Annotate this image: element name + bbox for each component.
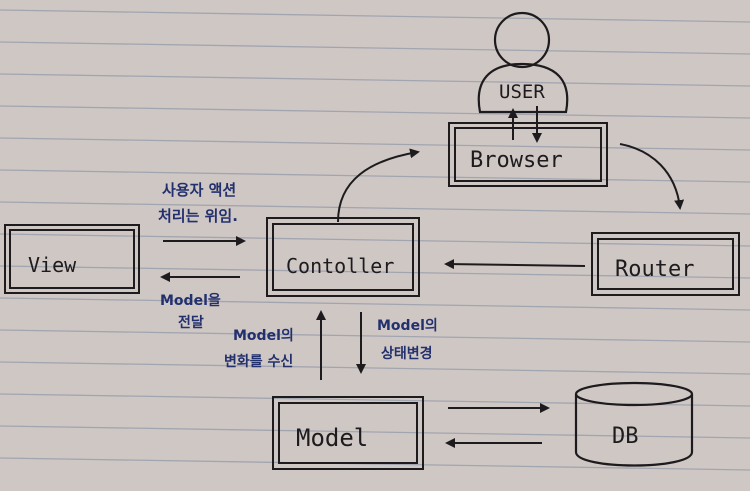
db-node: [574, 381, 694, 467]
annotation-model-change-line1: Model의: [233, 327, 294, 344]
browser-node: [448, 122, 608, 187]
view-label: View: [28, 253, 77, 277]
annotation-model-state-line2: 상태변경: [381, 345, 433, 362]
controller-node: [266, 217, 420, 297]
annotation-model-deliver-line2: 전달: [178, 314, 204, 331]
router-node: [591, 232, 740, 296]
annotation-user-action-line2: 처리는 위임.: [158, 207, 238, 225]
browser-label: Browser: [470, 148, 563, 173]
annotation-user-action-line1: 사용자 액션: [162, 181, 236, 199]
annotation-model-state-line1: Model의: [377, 317, 438, 334]
view-node: [4, 224, 140, 294]
router-label: Router: [615, 257, 694, 282]
annotation-model-deliver-line1: Model을: [160, 293, 221, 309]
annotation-user-action: 사용자 액션 처리는 위임.: [158, 181, 238, 225]
user-label: USER: [499, 81, 545, 103]
annotation-model-state: Model의 상태변경: [377, 317, 438, 362]
model-node: [272, 396, 424, 470]
user-node: [477, 11, 569, 114]
browser-to-router-arrow: [619, 143, 685, 210]
db-cylinder-top-icon: [574, 381, 694, 407]
user-head-icon: [493, 11, 551, 69]
annotation-model-change: Model의 변화를 수신: [224, 327, 294, 370]
router-to-controller-arrow: [444, 259, 586, 270]
annotation-model-change-line2: 변화를 수신: [224, 354, 293, 370]
controller-label: Contoller: [286, 254, 394, 278]
model-label: Model: [296, 424, 368, 452]
controller-to-browser-arrow: [337, 148, 420, 223]
user-body-icon: [477, 62, 569, 114]
db-label: DB: [612, 424, 639, 449]
annotation-model-deliver: Model을 전달: [160, 293, 221, 331]
